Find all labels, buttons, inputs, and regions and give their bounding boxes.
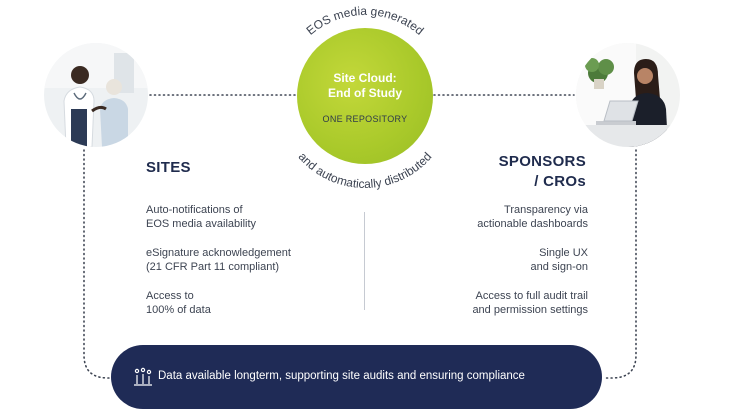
list-item: eSignature acknowledgement (21 CFR Part … (146, 246, 346, 274)
one-repository-label: ONE REPOSITORY (322, 114, 408, 124)
woman-at-laptop-photo (576, 43, 680, 147)
sites-heading: SITES (146, 159, 191, 176)
list-item-line: (21 CFR Part 11 compliant) (146, 261, 280, 273)
sponsors-heading: SPONSORS / CROs (499, 152, 586, 192)
list-item-line: Single UX (539, 247, 588, 259)
sites-benefits-list: Auto-notifications of EOS media availabi… (146, 203, 346, 332)
column-divider (364, 212, 365, 310)
doctor-patient-photo (44, 43, 148, 147)
site-cloud-title-line2: End of Study (328, 86, 402, 100)
list-item-line: and sign-on (530, 261, 589, 273)
list-item-line: Auto-notifications of (146, 204, 243, 216)
list-item: Access to 100% of data (146, 289, 346, 317)
site-cloud-title-line1: Site Cloud: (333, 71, 397, 85)
site-cloud-circle: Site Cloud: End of Study ONE REPOSITORY (297, 28, 433, 164)
arc-top-text: EOS media generated (304, 4, 427, 38)
sponsors-heading-line1: SPONSORS (498, 153, 586, 170)
list-item-line: eSignature acknowledgement (146, 247, 291, 259)
list-item: Transparency via actionable dashboards (388, 203, 588, 231)
list-item-line: Access to (146, 290, 194, 302)
list-item-line: and permission settings (472, 304, 588, 316)
list-item-line: EOS media availability (146, 218, 257, 230)
site-cloud-title: Site Cloud: End of Study (297, 71, 433, 101)
arc-captions: EOS media generated and automatically di… (296, 4, 435, 192)
list-item: Auto-notifications of EOS media availabi… (146, 203, 346, 231)
compliance-banner-text: Data available longterm, supporting site… (158, 370, 525, 382)
bar-chart-people-icon (134, 367, 152, 386)
compliance-banner: Data available longterm, supporting site… (111, 345, 602, 409)
list-item-line: Access to full audit trail (475, 290, 589, 302)
list-item: Single UX and sign-on (388, 246, 589, 274)
list-item-line: actionable dashboards (477, 218, 588, 230)
arc-bottom-text: and automatically distributed (296, 150, 435, 192)
sponsors-heading-line2: / CROs (534, 173, 586, 190)
list-item-line: 100% of data (146, 304, 211, 316)
list-item: Access to full audit trail and permissio… (388, 289, 588, 317)
sponsors-benefits-list: Transparency via actionable dashboards S… (388, 203, 588, 332)
list-item-line: Transparency via (504, 204, 588, 216)
